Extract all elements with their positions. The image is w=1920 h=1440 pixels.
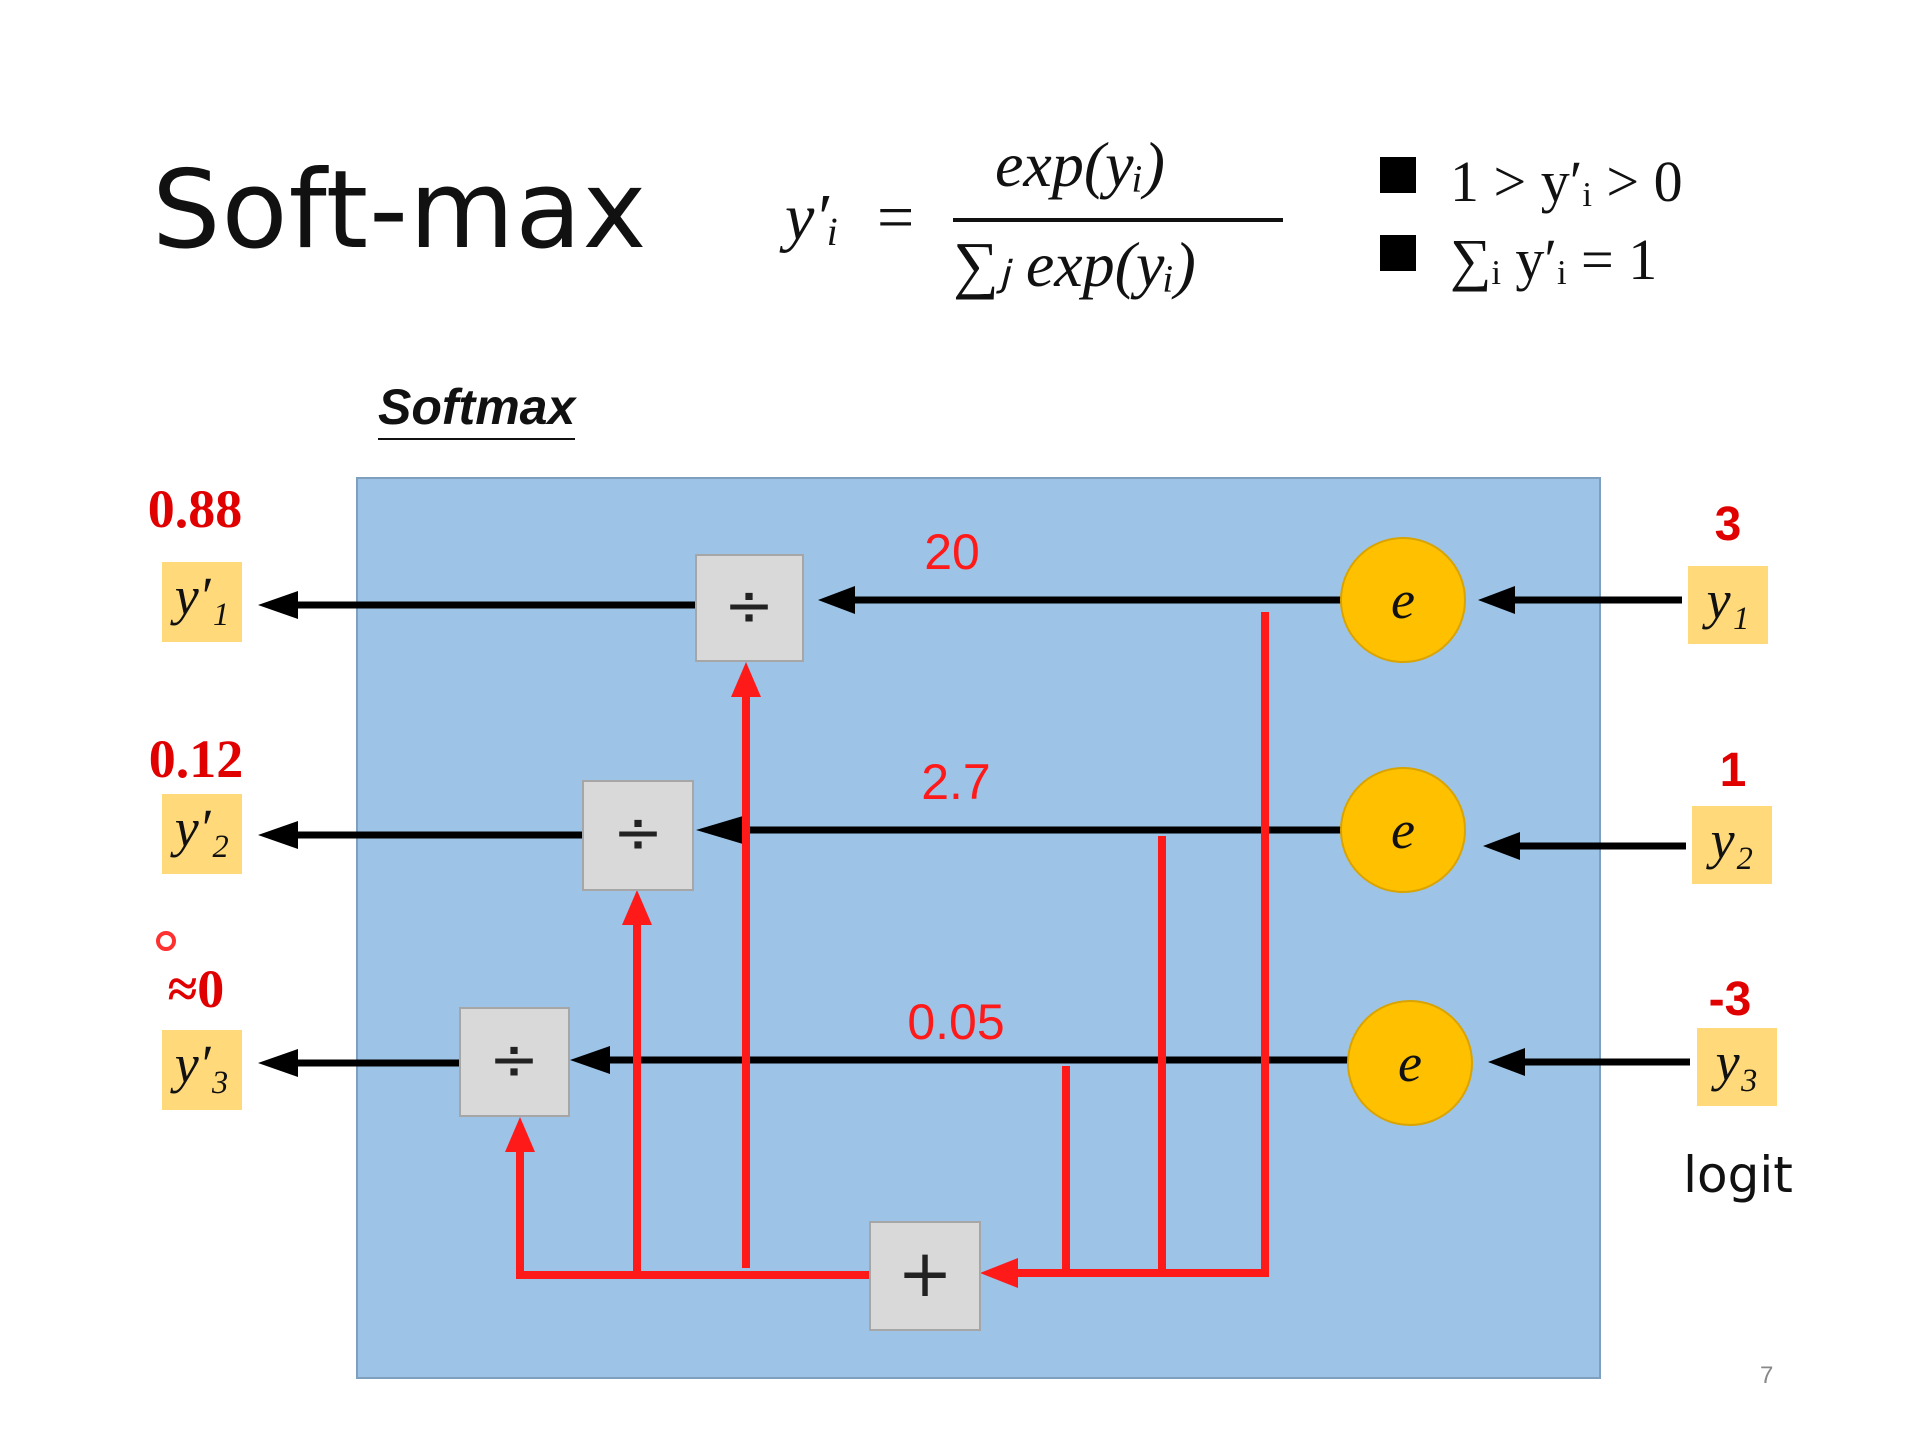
input-value: 1 — [1720, 744, 1747, 797]
formula-denominator: ∑ⱼ exp(yᵢ) — [953, 229, 1196, 300]
output-label: y′₁ — [170, 566, 230, 626]
property-item: ∑ᵢ y′ᵢ = 1 — [1380, 226, 1683, 304]
arrowhead-icon — [818, 586, 855, 614]
softmax-block-label: Softmax — [378, 378, 576, 440]
exp-node — [1340, 767, 1466, 893]
output-label: y′₂ — [170, 798, 230, 858]
input-label-box — [1688, 566, 1768, 644]
divide-symbol: ÷ — [724, 571, 774, 641]
exp-value: 0.05 — [907, 994, 1004, 1050]
input-label: y₂ — [1706, 810, 1754, 870]
output-label: y′₃ — [170, 1034, 230, 1094]
red-arrowhead-icon — [731, 662, 761, 697]
bullet-square-icon — [1380, 235, 1416, 271]
slide-title: Soft-max — [152, 148, 648, 273]
divide-box — [459, 1007, 570, 1117]
arrowhead-icon — [1483, 832, 1520, 860]
exp-node-label: e — [1391, 570, 1415, 630]
sum-symbol: + — [897, 1235, 952, 1312]
formula-numerator: exp(yᵢ) — [995, 129, 1165, 200]
fraction-bar — [953, 218, 1283, 222]
input-label: y₁ — [1702, 570, 1750, 630]
exp-node — [1347, 1000, 1473, 1126]
arrowhead-icon — [1478, 586, 1515, 614]
input-value: 3 — [1715, 498, 1742, 551]
input-value: -3 — [1709, 973, 1752, 1026]
formula-equals: = — [877, 181, 915, 254]
property-text: 1 > y′ᵢ > 0 — [1450, 149, 1683, 214]
arrowhead-icon — [258, 821, 298, 849]
input-label-box — [1697, 1028, 1777, 1106]
exp-value: 2.7 — [921, 754, 991, 810]
logit-caption: logit — [1683, 1146, 1793, 1204]
formula-lhs: y′ᵢ — [785, 181, 840, 254]
properties-list: 1 > y′ᵢ > 0 ∑ᵢ y′ᵢ = 1 — [1380, 148, 1683, 304]
exp-node — [1340, 537, 1466, 663]
divide-box — [695, 554, 804, 662]
sum-box — [869, 1221, 981, 1331]
exp-node-label: e — [1398, 1033, 1422, 1093]
property-item: 1 > y′ᵢ > 0 — [1380, 148, 1683, 226]
divide-symbol: ÷ — [613, 798, 663, 868]
bullet-square-icon — [1380, 157, 1416, 193]
arrowhead-icon — [258, 591, 298, 619]
property-text: ∑ᵢ y′ᵢ = 1 — [1450, 227, 1658, 292]
output-value: 0.12 — [149, 729, 244, 789]
pointer-dot-icon — [156, 931, 176, 951]
arrowhead-icon — [570, 1046, 610, 1074]
output-label-box — [162, 562, 242, 642]
output-label-box — [162, 794, 242, 874]
output-value: ≈0 — [168, 959, 225, 1019]
output-value: 0.88 — [148, 479, 243, 539]
output-label-box — [162, 1030, 242, 1110]
arrowhead-icon — [696, 816, 743, 844]
red-arrowhead-icon — [980, 1258, 1018, 1288]
softmax-formula: y′ᵢ = exp(yᵢ) ∑ⱼ exp(yᵢ) — [785, 128, 1305, 318]
input-label: y₃ — [1711, 1032, 1759, 1092]
exp-node-label: e — [1391, 800, 1415, 860]
page-number: 7 — [1760, 1362, 1774, 1389]
arrowhead-icon — [258, 1049, 298, 1077]
input-label-box — [1692, 806, 1772, 884]
divide-symbol: ÷ — [489, 1025, 539, 1095]
divide-box — [582, 780, 694, 891]
exp-value: 20 — [924, 524, 980, 580]
red-arrowhead-icon — [622, 890, 652, 925]
arrowhead-icon — [1488, 1048, 1525, 1076]
red-arrowhead-icon — [505, 1117, 535, 1152]
